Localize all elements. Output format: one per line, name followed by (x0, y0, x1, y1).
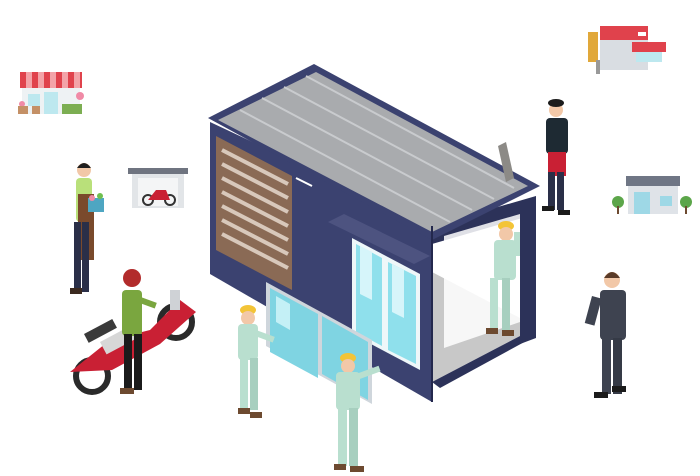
container-roof (218, 72, 528, 232)
flower-shop-icon (18, 72, 84, 114)
office-building-icon (612, 176, 692, 214)
worker-left (238, 305, 275, 418)
motorcycle-rider (70, 269, 196, 395)
florist-woman (70, 163, 104, 294)
convenience-store-icon (588, 26, 666, 74)
helmet-icon (123, 269, 141, 287)
businessman (584, 272, 626, 398)
shopkeeper-man (542, 99, 570, 215)
worker-doorway (486, 221, 520, 336)
container-unit (208, 64, 540, 402)
container-window (352, 238, 420, 370)
garage-icon (128, 168, 188, 208)
worker-front (334, 353, 381, 472)
wooden-louver-panel (216, 136, 292, 290)
container-corner-post (520, 196, 536, 344)
